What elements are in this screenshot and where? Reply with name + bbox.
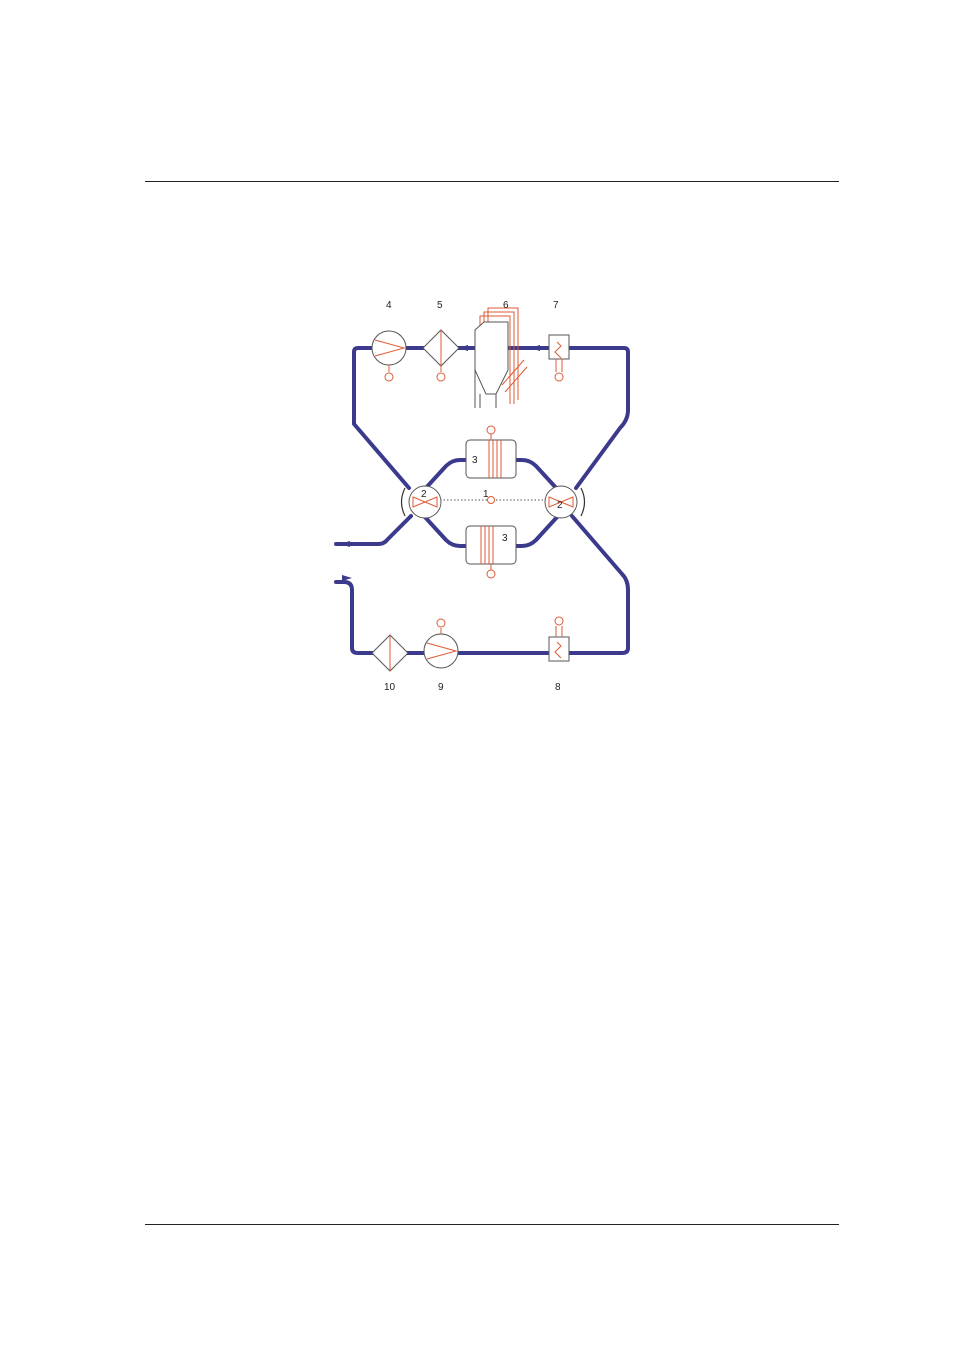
label-2-left: 2 xyxy=(421,489,427,500)
cyclone-6 xyxy=(475,308,527,408)
compressor-4 xyxy=(372,331,406,381)
valve-2-right xyxy=(545,486,585,518)
label-5: 5 xyxy=(437,300,443,311)
heater-7 xyxy=(549,335,569,381)
filter-10 xyxy=(372,635,408,671)
arrow-inlet xyxy=(342,575,352,581)
pipe-outlet xyxy=(336,516,411,544)
blower-9 xyxy=(424,619,458,668)
adsorber-3-upper xyxy=(466,426,516,478)
label-10: 10 xyxy=(384,682,396,693)
label-7: 7 xyxy=(553,300,559,311)
label-8: 8 xyxy=(555,682,561,693)
label-3-lower: 3 xyxy=(502,533,508,544)
label-3-upper: 3 xyxy=(472,455,478,466)
arrow-outlet xyxy=(340,541,350,547)
arrow-top-7 xyxy=(530,345,540,351)
label-1: 1 xyxy=(483,489,489,500)
label-2-right: 2 xyxy=(557,500,563,511)
filter-5 xyxy=(423,330,459,381)
adsorber-3-lower xyxy=(466,526,516,578)
label-6: 6 xyxy=(503,300,509,311)
heater-8 xyxy=(549,617,569,661)
label-4: 4 xyxy=(386,300,392,311)
label-9: 9 xyxy=(438,682,444,693)
